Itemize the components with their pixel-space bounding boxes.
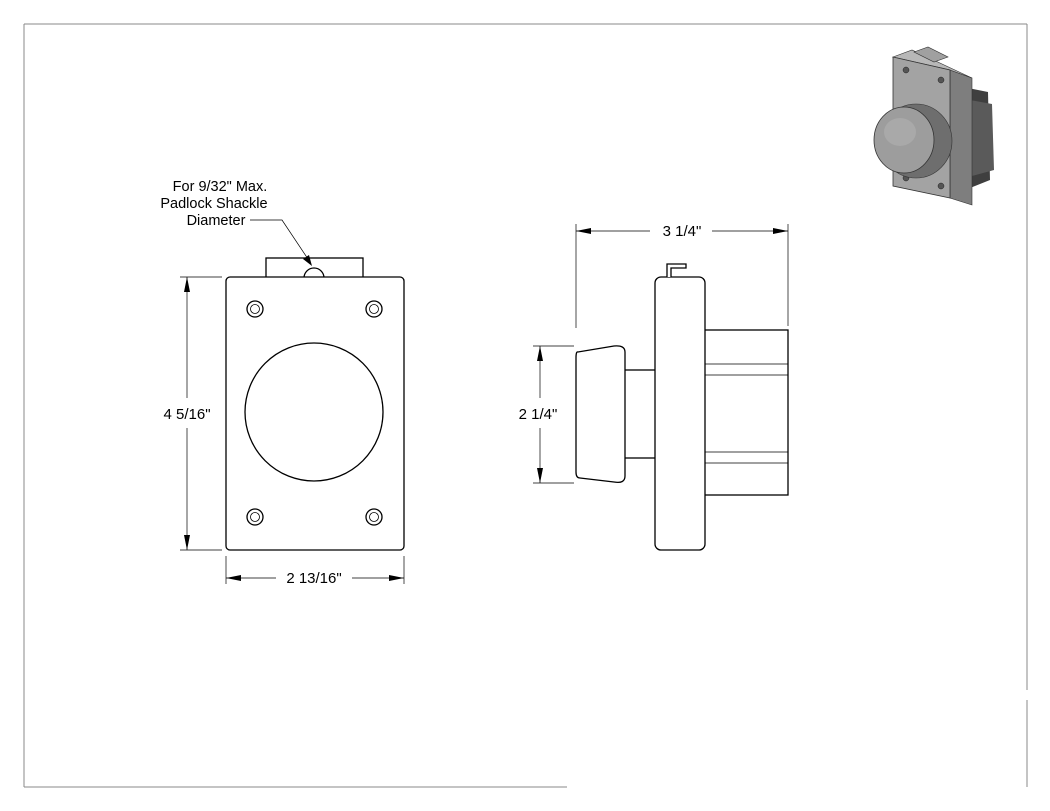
svg-text:For 9/32" Max. Padlock S: For 9/32" Max. Padlock Shackle Diameter bbox=[160, 179, 271, 229]
screw-hole bbox=[246, 300, 264, 318]
rear-housing bbox=[699, 329, 789, 496]
knob-shaft bbox=[623, 369, 659, 459]
screw-hole bbox=[365, 508, 383, 526]
note-line-3: Diameter bbox=[187, 213, 246, 229]
note-line-1: For 9/32" Max. bbox=[173, 179, 268, 195]
dimension-label: 2 1/4" bbox=[519, 406, 558, 423]
screw-hole bbox=[246, 508, 264, 526]
dimension-front-width: 2 13/16" bbox=[225, 556, 405, 587]
screw-hole bbox=[365, 300, 383, 318]
dimension-label: 4 5/16" bbox=[163, 406, 210, 423]
latch-hook bbox=[666, 263, 687, 277]
side-plate bbox=[654, 276, 706, 551]
dimension-knob-diameter: 2 1/4" bbox=[519, 345, 574, 484]
dimension-label: 3 1/4" bbox=[663, 223, 702, 240]
dimension-front-height: 4 5/16" bbox=[163, 276, 222, 551]
note-line-2: Padlock Shackle bbox=[160, 196, 267, 212]
drawing-frame bbox=[23, 23, 1028, 788]
front-view bbox=[225, 257, 405, 551]
knob-outline bbox=[244, 342, 384, 482]
dimension-side-depth: 3 1/4" bbox=[575, 223, 789, 328]
side-view bbox=[575, 263, 789, 551]
knob-profile bbox=[575, 345, 626, 484]
product-render bbox=[873, 46, 994, 206]
padlock-note: For 9/32" Max. Padlock Shackle Diameter bbox=[160, 179, 312, 266]
dimension-label: 2 13/16" bbox=[286, 570, 341, 587]
